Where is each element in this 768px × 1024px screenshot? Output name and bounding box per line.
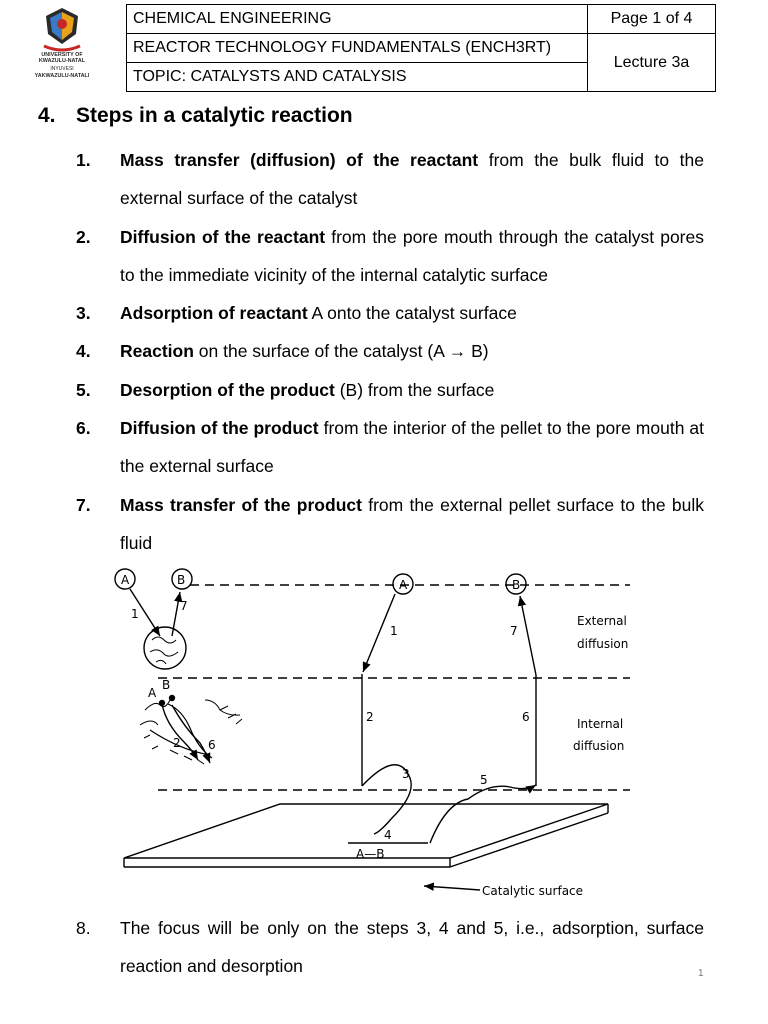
logo-line-1: UNIVERSITY OF	[41, 52, 83, 58]
step-bold: Mass transfer of the product	[120, 494, 362, 515]
num-2-pore: 2	[173, 736, 181, 750]
step-number: 5.	[76, 379, 91, 400]
step-number: 6.	[76, 418, 91, 439]
arrow-1-left	[129, 588, 161, 637]
label-a-pore: A	[148, 686, 157, 700]
step-bold: Diffusion of the reactant	[120, 226, 326, 247]
list-item: 4. Reaction on the surface of the catalys…	[76, 332, 704, 370]
num-6-pore: 6	[208, 738, 216, 752]
step-bold: Desorption of the product	[120, 379, 335, 400]
section-number: 4.	[38, 104, 56, 127]
external-label-1: External	[577, 614, 627, 628]
label-a-left: A	[121, 573, 130, 587]
circle-b-main	[505, 573, 527, 595]
adsorption-curve	[361, 764, 412, 835]
arrow-1	[362, 593, 396, 673]
section-title: Steps in a catalytic reaction	[76, 104, 353, 127]
university-logo: UNIVERSITY OF KWAZULU-NATAL INYUVESI YAK…	[18, 6, 106, 96]
num-3: 3	[402, 767, 410, 781]
topic-cell: TOPIC: CATALYSTS AND CATALYSIS	[126, 62, 588, 92]
step-text: on the surface of the catalyst (A → B)	[193, 341, 489, 362]
list-item: 7. Mass transfer of the product from the …	[76, 486, 704, 563]
step-text: from the pore mouth through the catalyst…	[120, 226, 704, 285]
num-4: 4	[384, 828, 392, 842]
label-b-left: B	[177, 573, 185, 587]
pellet	[143, 626, 187, 670]
reaction-label: A—B	[356, 847, 384, 861]
list-item: 6. Diffusion of the product from the inte…	[76, 409, 704, 486]
header-table: CHEMICAL ENGINEERING Page 1 of 4 REACTOR…	[126, 4, 716, 92]
step-number: 4.	[76, 341, 91, 362]
dot-a	[158, 699, 166, 707]
external-label-2: diffusion	[577, 637, 628, 651]
desorption-curve	[429, 784, 537, 844]
num-2: 2	[366, 710, 374, 724]
step-text: from the external pellet surface to the …	[120, 494, 704, 553]
circle-a-main	[392, 573, 414, 595]
step-number: 3.	[76, 303, 91, 324]
surface-label: Catalytic surface	[482, 884, 583, 898]
page-number: 1	[698, 968, 704, 979]
step-text: from the interior of the pellet to the p…	[120, 418, 704, 477]
note-number: 8.	[76, 918, 91, 938]
note-paragraph: 8. The focus will be only on the steps 3,…	[76, 909, 704, 986]
step-number: 2.	[76, 226, 91, 247]
num-1-left: 1	[131, 607, 139, 621]
list-item: 5. Desorption of the product (B) from the…	[76, 371, 704, 409]
dot-b	[168, 694, 176, 702]
label-b-pore: B	[162, 678, 170, 692]
num-6: 6	[522, 710, 530, 724]
logo-line-4: YAKWAZULU-NATALI	[34, 72, 90, 79]
num-1: 1	[390, 624, 398, 638]
num-7-left: 7	[180, 599, 188, 613]
step-bold: Reaction	[120, 341, 194, 362]
logo-line-3: INYUVESI	[50, 66, 74, 72]
step-text: (B) from the surface	[334, 379, 495, 400]
label-a-main: A	[399, 578, 408, 592]
arrow-7	[517, 595, 537, 676]
step-text: from the bulk fluid to the external surf…	[120, 150, 704, 209]
internal-label-2: diffusion	[573, 739, 624, 753]
discipline-cell: CHEMICAL ENGINEERING	[126, 4, 588, 34]
catalytic-steps-diagram: A B 1 7 A B 2 6 A B 1 7 2 6 3 5 4 A—B Ex…	[114, 568, 630, 898]
list-item: 2. Diffusion of the reactant from the por…	[76, 218, 704, 295]
surface-pointer	[423, 882, 481, 891]
steps-list: 1. Mass transfer (diffusion) of the react…	[76, 141, 704, 562]
logo-line-2: KWAZULU-NATAL	[38, 58, 86, 64]
step-text: A onto the catalyst surface	[307, 303, 517, 324]
circle-a-left	[114, 568, 136, 590]
step-number: 1.	[76, 150, 91, 170]
lecture-cell: Lecture 3a	[587, 33, 716, 92]
step-number: 7.	[76, 494, 91, 515]
ukzn-crest-icon	[43, 8, 81, 52]
note-text: The focus will be only on the steps 3, 4…	[120, 918, 704, 977]
num-7: 7	[510, 624, 518, 638]
internal-label-1: Internal	[577, 717, 623, 731]
step-bold: Diffusion of the product	[120, 418, 319, 439]
circle-b-left	[171, 568, 193, 590]
step-bold: Adsorption of reactant	[120, 303, 308, 324]
course-cell: REACTOR TECHNOLOGY FUNDAMENTALS (ENCH3RT…	[126, 33, 588, 63]
list-item: 1. Mass transfer (diffusion) of the react…	[76, 141, 704, 218]
step-bold: Mass transfer (diffusion) of the reactan…	[120, 150, 479, 170]
section-heading: 4. Steps in a catalytic reaction	[38, 104, 353, 128]
page-cell: Page 1 of 4	[587, 4, 716, 34]
list-item: 3. Adsorption of reactant A onto the cata…	[76, 294, 704, 332]
label-b-main: B	[512, 578, 520, 592]
num-5: 5	[480, 773, 488, 787]
